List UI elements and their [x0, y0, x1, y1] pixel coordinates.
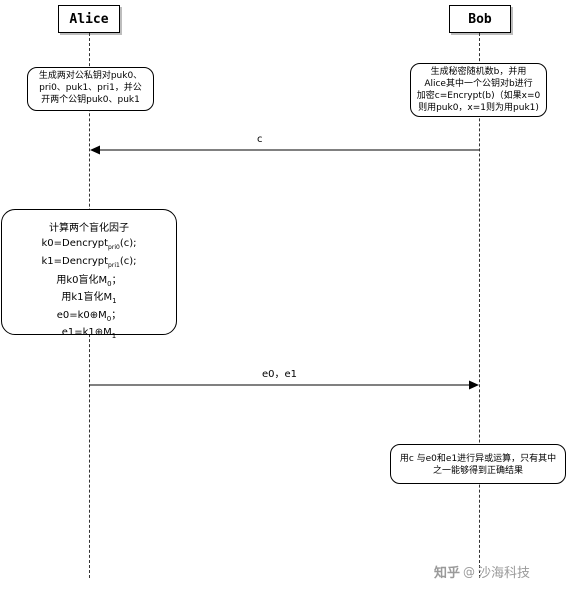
message-e-arrowhead	[469, 380, 479, 390]
participant-bob-label: Bob	[468, 11, 492, 27]
participant-alice: Alice	[58, 5, 120, 33]
note-line: 用k0盲化M0；	[56, 274, 122, 288]
watermark-brand: 知乎	[434, 566, 461, 581]
message-e-label: e0，e1	[262, 369, 298, 380]
message-c-arrowhead	[90, 145, 100, 155]
watermark-author: 沙海科技	[478, 566, 531, 581]
note-line: 则用puk0，x=1则为用puk1)	[418, 103, 539, 113]
note-line: 用c 与e0和e1进行异或运算，只有其中	[399, 454, 557, 464]
note-alice-generate-keys: 生成两对公私钥对puk0、 pri0、puk1、pri1，并公 开两个公钥puk…	[27, 67, 154, 111]
watermark: 知乎 @ 沙海科技	[434, 562, 531, 582]
bob-lifeline	[479, 33, 480, 578]
note-line: 用k1盲化M1	[61, 292, 117, 305]
note-line: 开两个公钥puk0、puk1	[41, 95, 140, 105]
note-bob-encrypt: 生成秘密随机数b，并用 Alice其中一个公钥对b进行 加密c=Encrypt(…	[410, 63, 547, 117]
message-c-label: c	[257, 134, 263, 145]
note-line: k0=Dencryptpri0(c);	[41, 237, 137, 251]
watermark-at: @	[463, 564, 476, 579]
note-line: Alice其中一个公钥对b进行	[424, 79, 533, 89]
participant-bob: Bob	[449, 5, 511, 33]
note-line: 生成两对公私钥对puk0、	[38, 71, 143, 81]
note-line: 加密c=Encrypt(b)（如果x=0	[416, 91, 541, 101]
note-line: e0=k0⊕M0；	[56, 309, 122, 323]
note-bob-xor: 用c 与e0和e1进行异或运算，只有其中 之一能够得到正确结果	[390, 444, 566, 484]
note-line: k1=Dencryptpri1(c);	[41, 256, 137, 269]
note-line: 计算两个盲化因子	[49, 223, 129, 234]
note-alice-compute-blinding: 计算两个盲化因子 k0=Dencryptpri0(c); k1=Dencrypt…	[1, 209, 177, 340]
note-line: pri0、puk1、pri1，并公	[39, 83, 142, 93]
note-line: 之一能够得到正确结果	[432, 466, 523, 476]
note-line: e1=k1⊕M1	[61, 327, 117, 340]
note-line: 生成秘密随机数b，并用	[430, 67, 527, 77]
participant-alice-label: Alice	[69, 11, 109, 27]
